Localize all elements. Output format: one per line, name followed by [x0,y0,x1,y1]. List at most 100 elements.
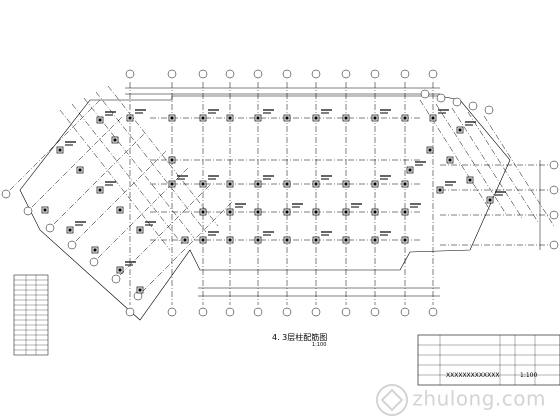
column-core [344,210,348,214]
axis-lines [9,82,555,321]
grid-line-diagonal-left2 [107,85,219,227]
axis-bubble-top [370,69,380,79]
grid-line-diagonal-left [75,150,167,242]
grid-line-diagonal-left [141,201,233,293]
axis-bubble-left [1,189,11,199]
column-core [228,182,232,186]
column-core [128,116,132,120]
column-core [458,128,462,132]
column-core [113,138,117,142]
axis-bubble-bottom [253,307,263,317]
column-core [138,228,142,232]
axis-bubble-bottom [341,307,351,317]
column-core [98,118,102,122]
column-core [170,158,174,162]
column-core [448,158,452,162]
axis-bubble-right-top [436,93,446,103]
column-core [256,116,260,120]
title-block-project-name: XXXXXXXXXXXXX [446,372,500,379]
column-markers [41,114,494,294]
column-core [373,116,377,120]
grid-line-diagonal-left [31,116,123,208]
building-outline [19,95,511,321]
grid-line-diagonal-left2 [83,97,195,239]
column-core [201,116,205,120]
grid-line-diagonal-left2 [71,103,183,245]
axis-bubble-right [549,240,559,250]
column-core [201,182,205,186]
axis-bubble-bottom [225,307,235,317]
column-core [373,210,377,214]
axis-bubble-top [311,69,321,79]
column-core [438,188,442,192]
column-core [314,210,318,214]
grid-line-diagonal-left [97,167,189,259]
column-core [314,238,318,242]
axis-bubble-bottom [400,307,410,317]
column-core [228,116,232,120]
column-core [488,198,492,202]
column-core [285,210,289,214]
axis-bubble-bottom [428,307,438,317]
axis-bubble-right-top [452,97,462,107]
axis-bubble-right-top [484,105,494,115]
axis-bubble-right [549,185,559,195]
column-core [373,182,377,186]
axis-bubble-top [125,69,135,79]
grid-line-diagonal-left2 [95,91,207,233]
column-core [344,116,348,120]
axis-bubble-right [549,210,559,220]
column-core [256,182,260,186]
column-core [68,228,72,232]
column-schedule-table [13,274,49,356]
axis-bubble-right-top [420,89,430,99]
column-core [228,238,232,242]
title-block [417,334,560,386]
column-core [93,248,97,252]
column-core [138,288,142,292]
column-core [428,148,432,152]
title-block-scale: 1:100 [520,372,538,379]
axis-bubble-right [549,160,559,170]
column-core [43,208,47,212]
axis-bubble-bottom [311,307,321,317]
axis-bubble-top [428,69,438,79]
column-core [403,210,407,214]
axis-bubble-top [253,69,263,79]
axis-bubbles [1,69,559,317]
column-core [403,116,407,120]
column-core [78,168,82,172]
column-core [201,210,205,214]
column-core [344,182,348,186]
axis-bubble-top [167,69,177,79]
grid-line-diagonal-left [119,184,211,276]
axis-bubble-top [282,69,292,79]
title-block-border [417,334,560,386]
axis-bubble-top [225,69,235,79]
column-core [468,178,472,182]
axis-bubble-left [89,257,99,267]
column-core [314,182,318,186]
column-core [314,116,318,120]
column-core [408,168,412,172]
axis-bubble-bottom [125,307,135,317]
axis-bubble-bottom [282,307,292,317]
axis-bubble-top [198,69,208,79]
axis-bubble-top [341,69,351,79]
axis-bubble-right-top [468,101,478,111]
axis-bubble-bottom [370,307,380,317]
column-core [228,210,232,214]
column-core [403,182,407,186]
axis-bubble-top [400,69,410,79]
grid-line-diagonal-left2 [59,109,171,251]
column-core [431,116,435,120]
zhulong-logo-icon [376,384,409,416]
column-core [285,182,289,186]
axis-bubble-left [67,240,77,250]
axis-bubble-left [23,206,33,216]
axis-bubble-left [111,274,121,284]
column-core [256,238,260,242]
column-core [170,116,174,120]
column-core [344,238,348,242]
